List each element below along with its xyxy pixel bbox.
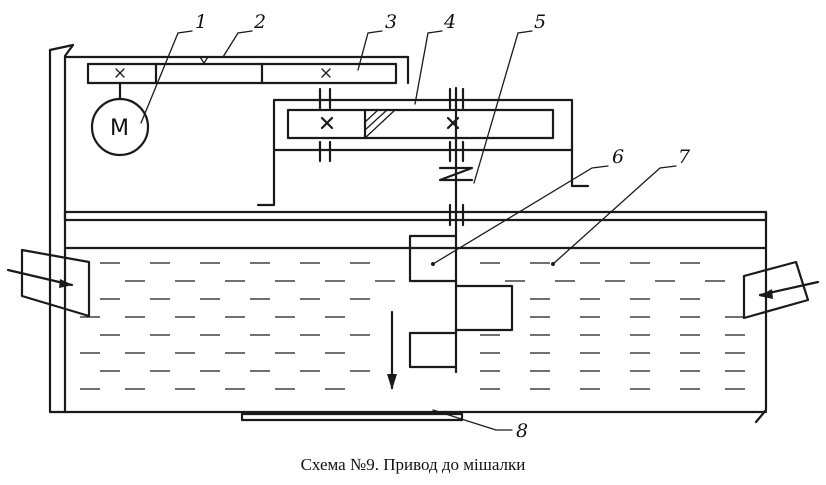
diagram-caption: Схема №9. Привод до мішалки — [300, 455, 526, 474]
vertical-shaft — [438, 86, 474, 374]
callout-7: 7 — [678, 146, 691, 168]
callout-6: 6 — [612, 146, 624, 168]
down-arrow-icon — [387, 310, 397, 390]
electric-motor — [90, 81, 150, 157]
right-tank-wall — [754, 210, 768, 424]
left-frame-wall — [48, 43, 75, 414]
callout-8: 8 — [516, 420, 528, 442]
leader-lines — [140, 30, 677, 431]
motor-label: M — [110, 116, 129, 141]
callout-2: 2 — [253, 11, 266, 33]
couplings — [318, 87, 465, 227]
callout-3: 3 — [385, 11, 397, 33]
mixer-blades — [408, 234, 514, 369]
right-inlet-nozzle — [742, 260, 820, 320]
gearbox — [256, 98, 590, 207]
left-inlet-nozzle — [6, 248, 91, 318]
callout-1: 1 — [195, 11, 207, 33]
callout-4: 4 — [443, 11, 456, 33]
tank-bottom — [63, 410, 768, 422]
tank-cover — [63, 210, 768, 222]
liquid — [63, 246, 768, 390]
belt-drive — [86, 62, 398, 85]
callout-5: 5 — [534, 11, 546, 33]
